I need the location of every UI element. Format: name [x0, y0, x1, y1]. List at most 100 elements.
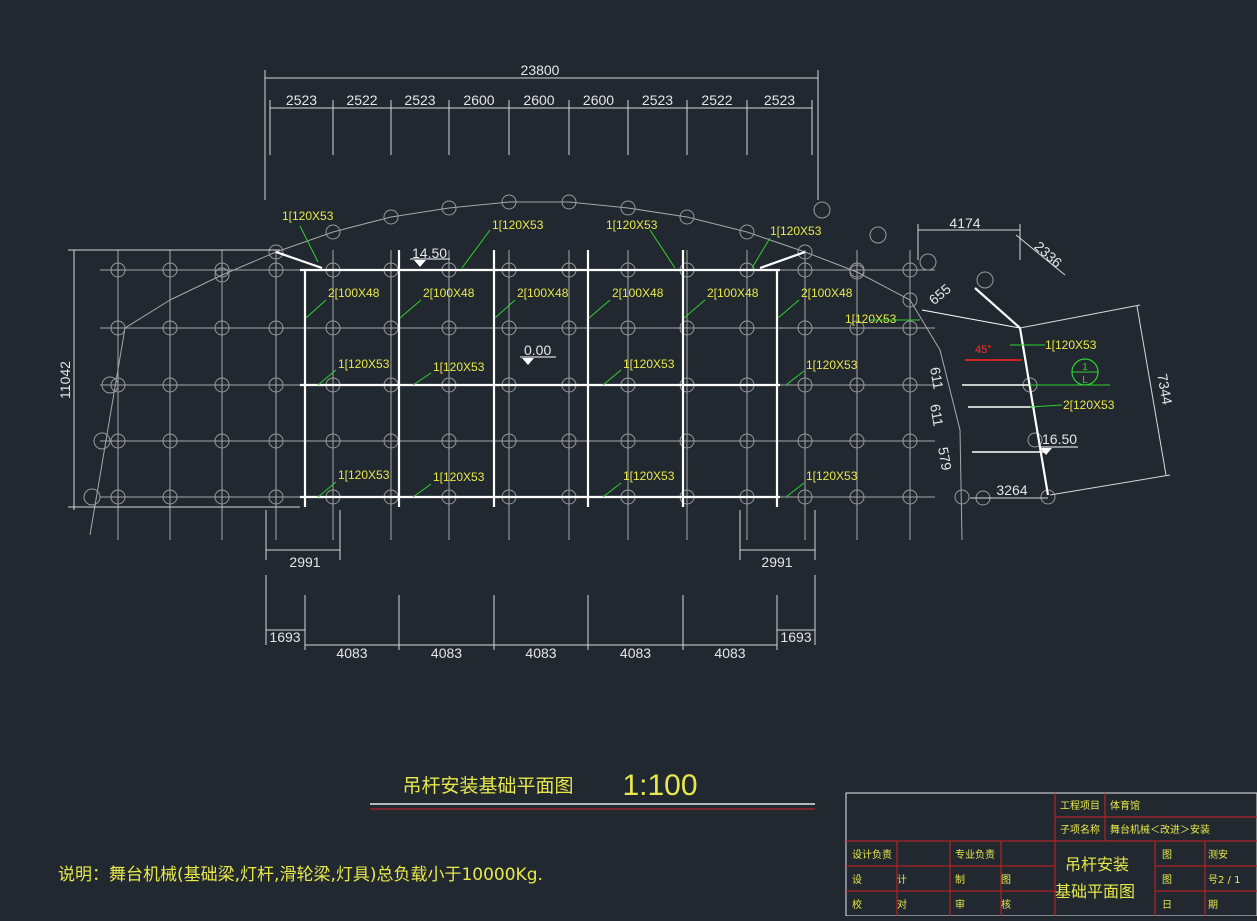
grid-node	[441, 433, 457, 449]
grid-node	[902, 377, 918, 393]
top-span-label: 2600	[583, 92, 614, 108]
grid-node	[214, 320, 230, 336]
grid-node	[383, 209, 399, 225]
member-label: 1[120X53	[282, 209, 334, 223]
member-label: 1[120X53	[338, 357, 390, 371]
grid-node	[214, 377, 230, 393]
svg-text:计: 计	[897, 873, 907, 886]
member-label: 2[100X48	[707, 286, 759, 300]
svg-text:7344: 7344	[1154, 372, 1175, 406]
svg-text:工程项目: 工程项目	[1060, 800, 1100, 812]
svg-text:吊杆安装: 吊杆安装	[1065, 855, 1129, 874]
svg-text:1[120X53: 1[120X53	[1045, 338, 1097, 352]
top-span-label: 2523	[404, 92, 435, 108]
svg-text:2336: 2336	[1031, 238, 1065, 271]
svg-text:1693: 1693	[269, 629, 300, 645]
svg-text:1:100: 1:100	[622, 769, 697, 802]
grid-node	[214, 433, 230, 449]
svg-text:审: 审	[955, 898, 965, 911]
grid-node	[902, 433, 918, 449]
bottom-span-label: 4083	[620, 645, 651, 661]
svg-text:4174: 4174	[949, 215, 980, 231]
svg-text:校: 校	[852, 898, 862, 911]
svg-text:测安: 测安	[1208, 848, 1228, 861]
member-label: 1[120X53	[806, 358, 858, 372]
member-label: 1[120X53	[492, 218, 544, 232]
label-leader	[399, 299, 422, 319]
svg-text:0.00: 0.00	[524, 342, 551, 358]
label-leader	[494, 299, 516, 319]
grid-node	[976, 271, 994, 289]
grid-node	[325, 320, 341, 336]
grid-node	[93, 432, 111, 450]
grid-node	[849, 433, 865, 449]
svg-text:3264: 3264	[996, 482, 1027, 498]
grid-node	[110, 377, 126, 393]
grid-node	[110, 489, 126, 505]
svg-text:图: 图	[1162, 874, 1172, 886]
grid-node	[679, 209, 695, 225]
grid-node	[101, 376, 119, 394]
svg-text:2991: 2991	[761, 554, 792, 570]
label-leader	[751, 237, 771, 269]
grid-node	[561, 194, 577, 210]
svg-text:子项名称: 子项名称	[1060, 823, 1100, 836]
svg-text:专业负责: 专业负责	[955, 848, 995, 861]
member-label: 1[120X53	[845, 312, 897, 326]
grid-node	[268, 262, 284, 278]
svg-text:制: 制	[955, 873, 965, 886]
grid-node	[162, 489, 178, 505]
svg-text:2[120X53: 2[120X53	[1063, 398, 1115, 412]
top-span-label: 2600	[523, 92, 554, 108]
bottom-span-label: 4083	[336, 645, 367, 661]
grid-node	[110, 433, 126, 449]
svg-text:号2 / 1: 号2 / 1	[1208, 874, 1240, 886]
grid-node	[679, 433, 695, 449]
grid-node	[797, 320, 813, 336]
label-leader	[412, 483, 432, 498]
grid-node	[162, 320, 178, 336]
grid-node	[441, 200, 457, 216]
grid-node	[83, 488, 101, 506]
grid-node	[620, 433, 636, 449]
svg-text:655: 655	[926, 280, 954, 307]
label-leader	[602, 482, 622, 498]
label-leader	[412, 372, 432, 386]
member-label: 1[120X53	[433, 470, 485, 484]
grid-node	[620, 320, 636, 336]
grid-node	[797, 489, 813, 505]
svg-text:核: 核	[1001, 898, 1011, 911]
grid-node	[797, 244, 813, 260]
label-leader	[785, 370, 805, 386]
grid-node	[849, 262, 865, 278]
grid-node	[797, 262, 813, 278]
member-label: 1[120X53	[623, 469, 675, 483]
label-leader	[305, 299, 327, 319]
grid-arc-left	[169, 274, 223, 301]
grid-node	[268, 244, 284, 260]
drawing-title: 吊杆安装基础平面图 1:100	[370, 769, 815, 810]
grid-node	[501, 320, 517, 336]
left-dimension: 11042	[57, 249, 300, 510]
grid-node	[162, 433, 178, 449]
grid-node	[268, 320, 284, 336]
grid-node	[797, 377, 813, 393]
label-leader	[683, 299, 706, 319]
svg-text:期: 期	[1208, 899, 1218, 911]
grid-node	[902, 320, 918, 336]
member-label: 2[100X48	[612, 286, 664, 300]
label-leader	[317, 369, 337, 386]
grid-node	[441, 320, 457, 336]
grid-node	[162, 262, 178, 278]
top-span-label: 2522	[346, 92, 377, 108]
member-label: 1[120X53	[433, 360, 485, 374]
svg-text:14.50: 14.50	[412, 245, 447, 261]
grid-node	[849, 489, 865, 505]
member-label: 1[120X53	[606, 218, 658, 232]
grid-node	[214, 267, 230, 283]
svg-text:L: L	[1082, 375, 1088, 386]
label-leader	[461, 229, 491, 269]
